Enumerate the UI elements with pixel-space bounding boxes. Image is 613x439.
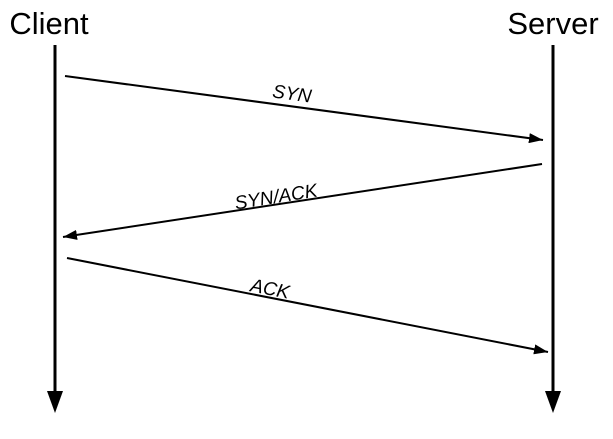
actor-label-client: Client: [9, 6, 89, 41]
message-syn: SYN: [64, 75, 544, 144]
server-lifeline-arrowhead-icon: [545, 391, 561, 413]
ack-label: ACK: [248, 275, 293, 304]
syn-ack-arrow: [62, 163, 543, 240]
message-syn-ack: SYN/ACK: [62, 163, 543, 240]
syn-ack-label: SYN/ACK: [233, 180, 320, 214]
actor-label-server: Server: [507, 6, 598, 41]
syn-arrow: [64, 75, 544, 144]
actor-client: Client: [9, 6, 89, 413]
client-lifeline-arrowhead-icon: [47, 391, 63, 413]
actor-server: Server: [507, 6, 599, 413]
ack-arrow: [66, 257, 549, 355]
message-ack: ACK: [66, 257, 549, 355]
